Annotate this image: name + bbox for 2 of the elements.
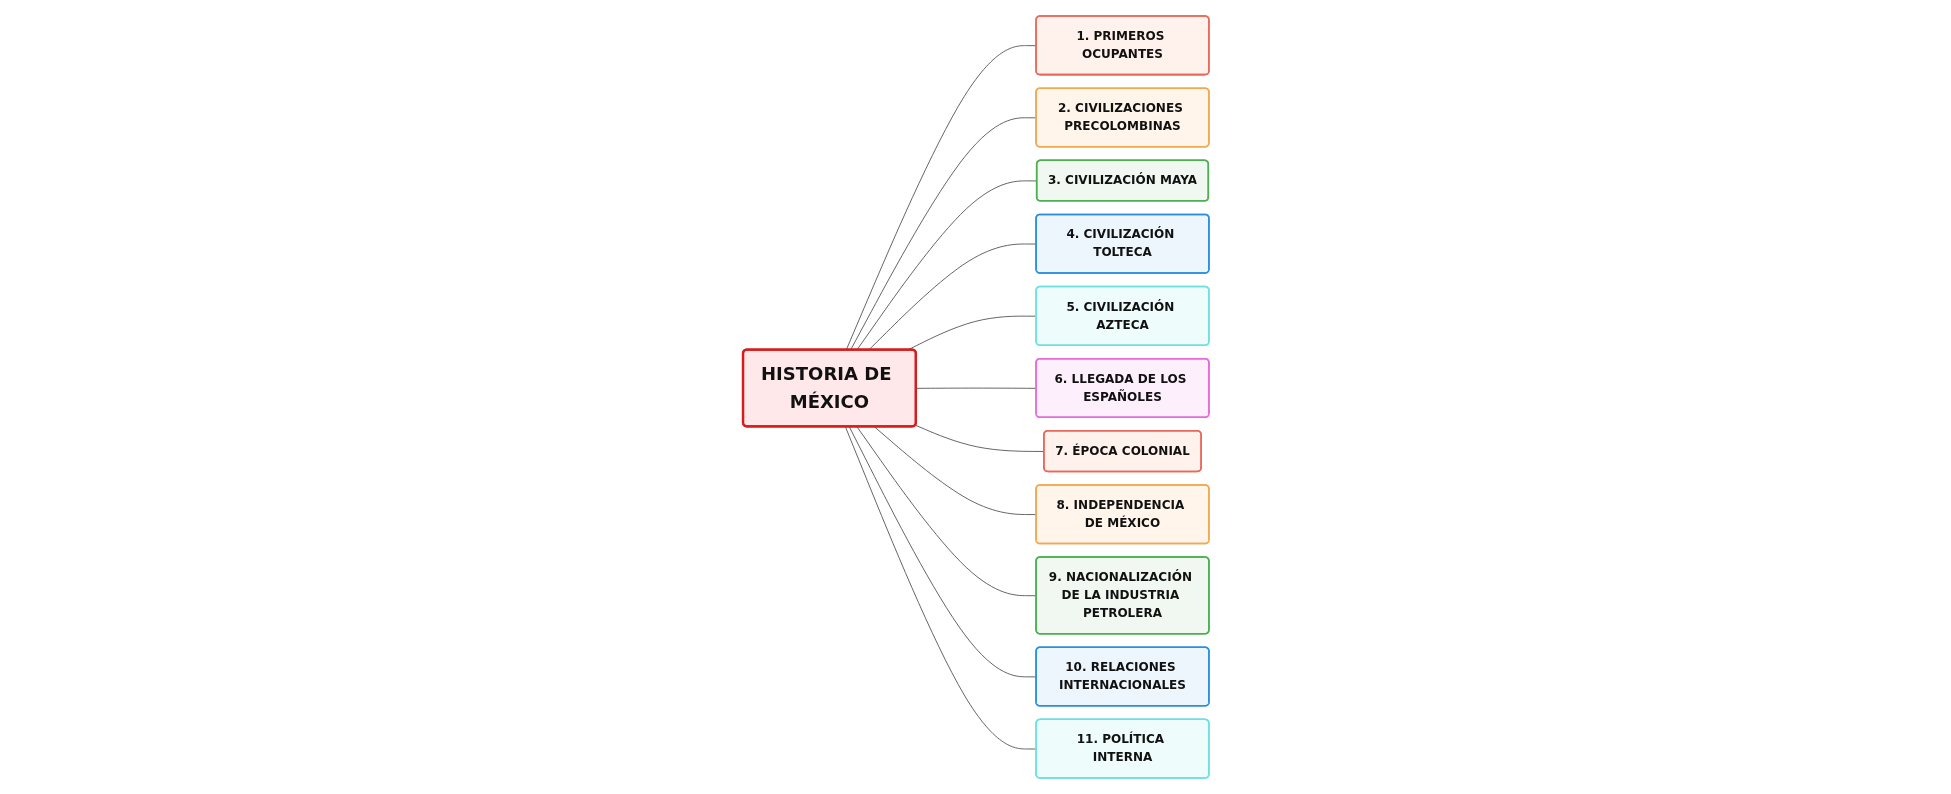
connector — [845, 45, 1037, 351]
connector — [849, 117, 1037, 351]
